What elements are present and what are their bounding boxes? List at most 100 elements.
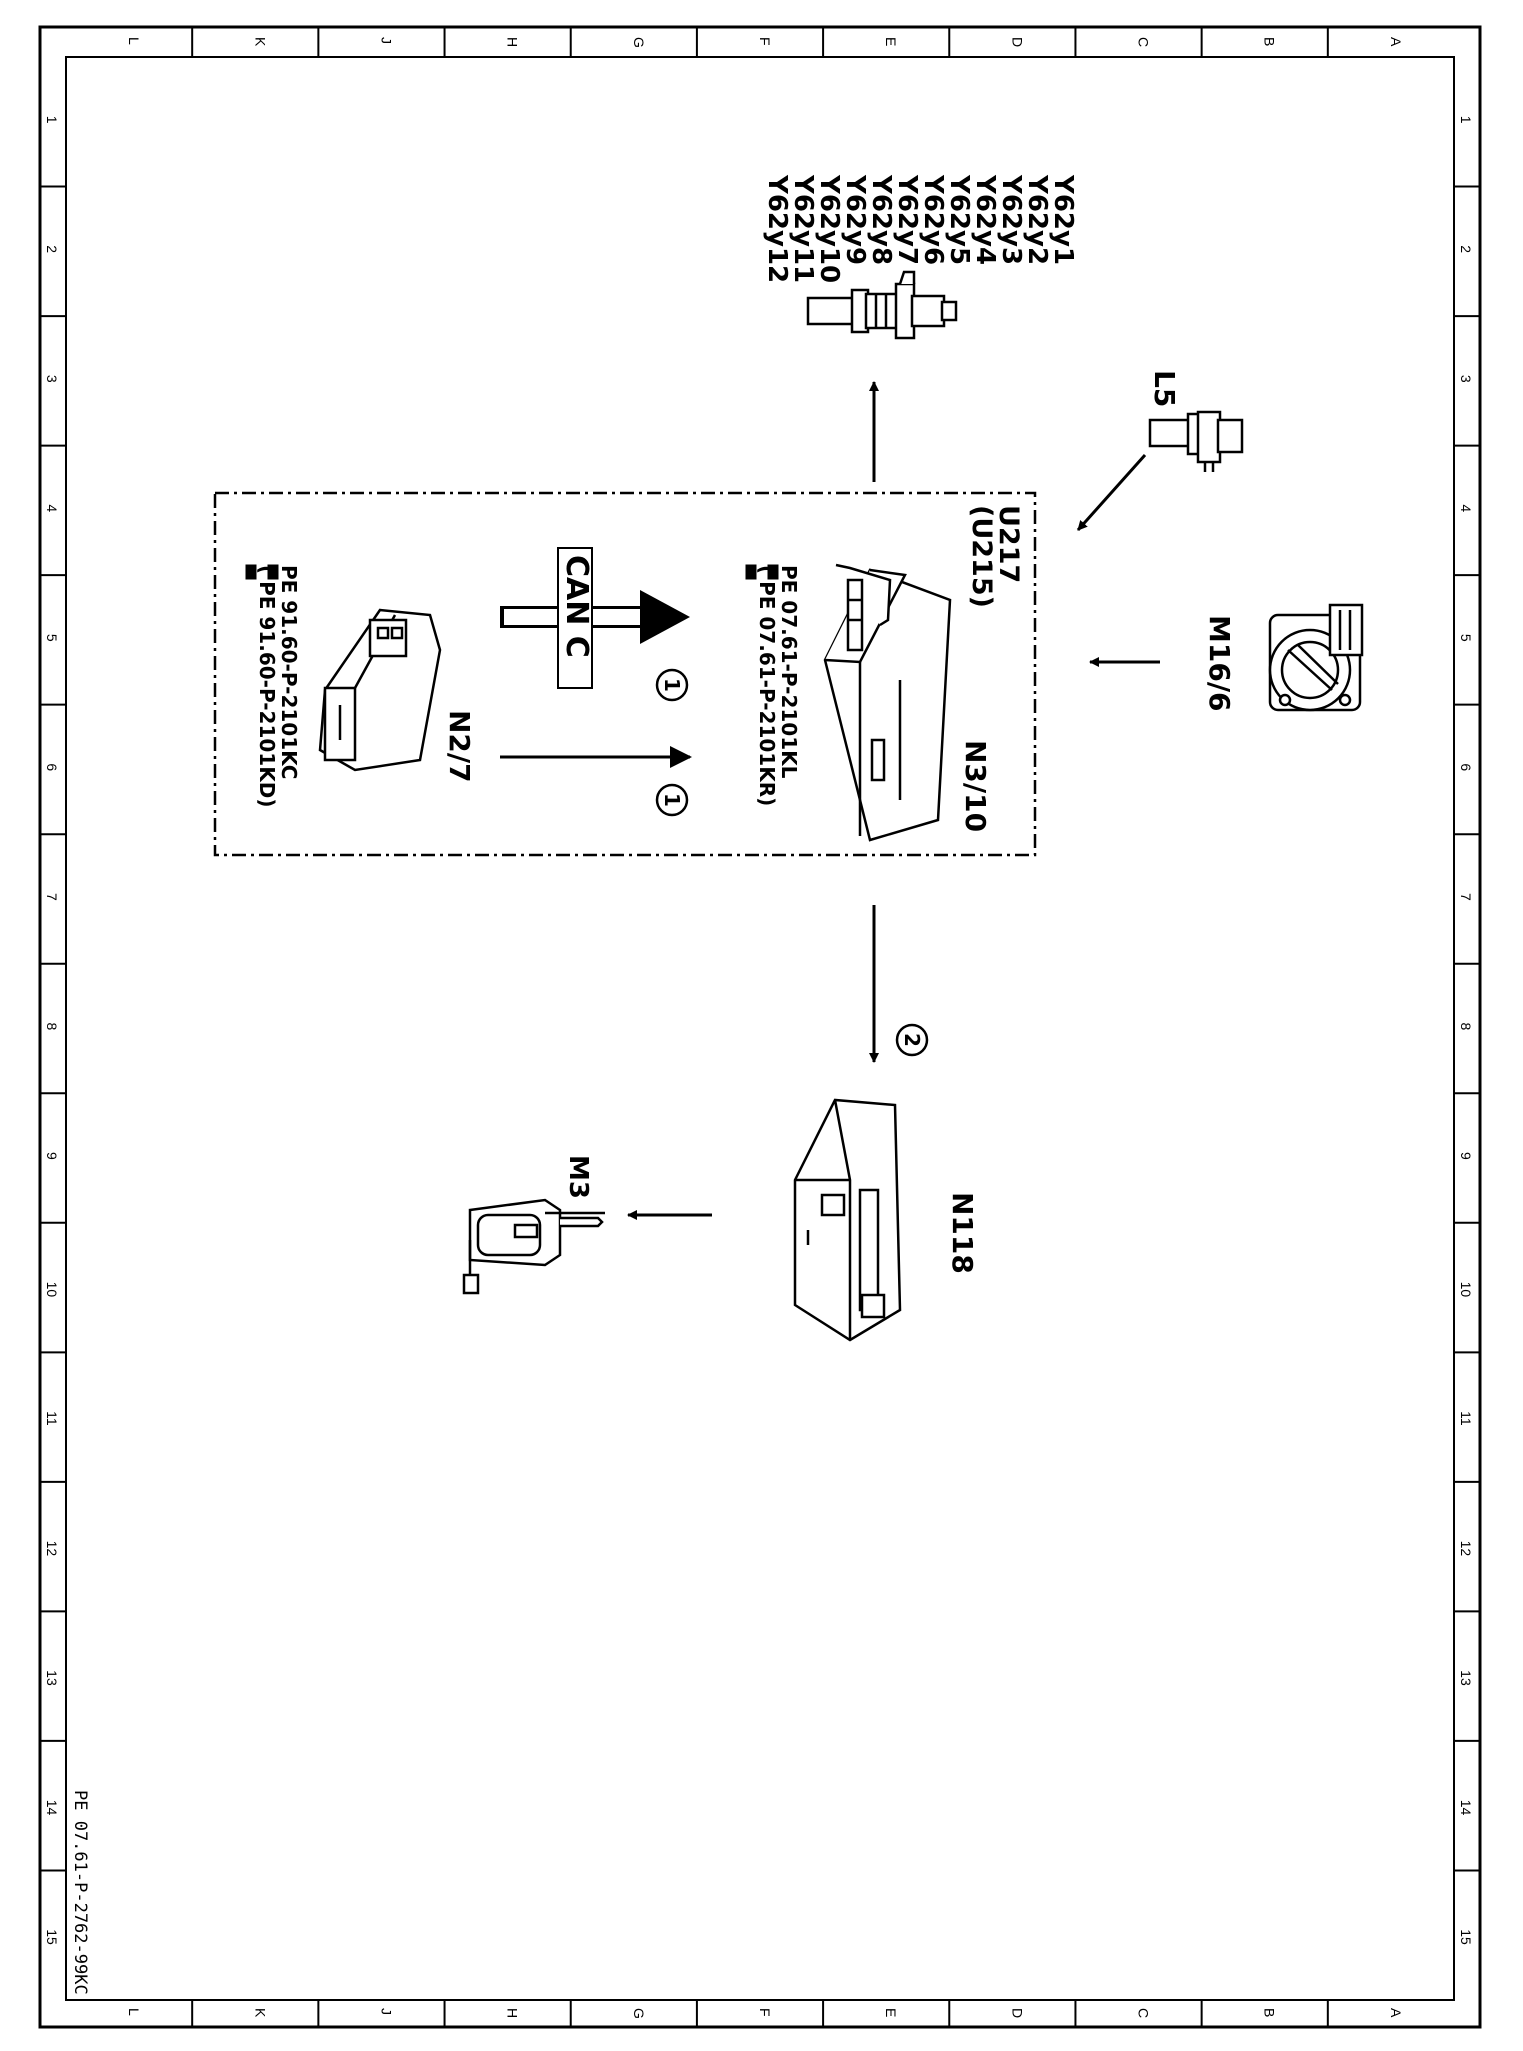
- grid-number: 15: [44, 1929, 60, 1945]
- throttle-actuator-icon: [1268, 603, 1364, 712]
- grid-number: 2: [1458, 245, 1474, 253]
- grid-number: 8: [1458, 1023, 1474, 1031]
- injector-label: Y62y5: [944, 174, 974, 265]
- grid-number: 2: [44, 245, 60, 253]
- injector-label: Y62y6: [918, 174, 948, 265]
- callout-1b-text: 1: [660, 793, 684, 807]
- callout-1: [655, 668, 689, 702]
- grid-number: 8: [44, 1023, 60, 1031]
- grid-number: 13: [44, 1670, 60, 1686]
- grid-letter: F: [757, 37, 773, 46]
- grid-number: 12: [44, 1541, 60, 1557]
- ecu-label: N3/10: [959, 740, 992, 832]
- ecu-ref-list: PE 07.61-P-2101KL ( PE 07.61-P-2101KR): [755, 565, 801, 806]
- grid-letter: L: [126, 2008, 142, 2016]
- grid-letter: J: [378, 37, 394, 44]
- ecu-ref: ( PE 07.61-P-2101KR): [755, 565, 779, 806]
- grid-letter: L: [126, 37, 142, 45]
- throttle-label: M16/6: [1203, 615, 1236, 712]
- inner-frame: [65, 56, 1455, 2001]
- grid-letter: K: [252, 2008, 268, 2018]
- callout-2-text: 2: [900, 1033, 924, 1047]
- u-code-label: U217 (U215): [966, 505, 1024, 608]
- injector-label: Y62y12: [762, 174, 792, 283]
- injector-label-list: Y62y1 Y62y2 Y62y3 Y62y4 Y62y5 Y62y6 Y62y…: [762, 174, 1078, 292]
- grid-letter: J: [378, 2008, 394, 2015]
- grid-number: 10: [44, 1282, 60, 1298]
- injector-label: Y62y2: [1022, 174, 1052, 265]
- grid-number: 1: [1458, 116, 1474, 124]
- injector-label: Y62y10: [814, 174, 844, 283]
- grid-letter: E: [883, 37, 899, 46]
- grid-letter: H: [505, 37, 521, 47]
- injector-label: Y62y1: [1048, 174, 1078, 265]
- grid-number: 6: [44, 763, 60, 771]
- u-code-alt: (U215): [966, 505, 997, 608]
- grid-number: 14: [1458, 1800, 1474, 1816]
- grid-number: 11: [1458, 1411, 1474, 1426]
- grid-number: 9: [44, 1152, 60, 1160]
- grid-letter: A: [1388, 2008, 1404, 2018]
- grid-letter: B: [1262, 2008, 1278, 2017]
- callout-1b: [655, 783, 689, 817]
- grid-number: 1: [44, 116, 60, 124]
- u-code: U217: [993, 505, 1024, 583]
- grid-number: 11: [44, 1411, 60, 1426]
- grid-number: 14: [44, 1800, 60, 1816]
- grid-number: 10: [1458, 1282, 1474, 1298]
- grid-letter: G: [631, 37, 647, 48]
- arrow-crank-sensor-to-ecu: [1076, 454, 1147, 531]
- tcm-ref-list: PE 91.60-P-2101KC ( PE 91.60-P-2101KD): [255, 565, 301, 807]
- can-bus-label: CAN C: [559, 555, 594, 658]
- fuel-injector-icon: [806, 270, 958, 340]
- hand-pointer-icon: [745, 564, 779, 580]
- grid-letter: D: [1009, 2008, 1025, 2018]
- grid-number: 4: [44, 504, 60, 512]
- fuel-pump-control-module-icon: [793, 1098, 902, 1342]
- grid-number: 13: [1458, 1670, 1474, 1686]
- transmission-control-unit-icon: [318, 608, 442, 772]
- grid-number: 5: [44, 634, 60, 642]
- tcm-label: N2/7: [443, 710, 476, 783]
- can-bus-arrow: [500, 590, 690, 644]
- injector-label: Y62y11: [788, 174, 818, 283]
- grid-letter: H: [505, 2008, 521, 2018]
- grid-number: 7: [44, 893, 60, 901]
- grid-letter: C: [1136, 37, 1152, 47]
- outer-frame: [38, 25, 1482, 2029]
- callout-2: [895, 1023, 929, 1057]
- grid-number: 7: [1458, 893, 1474, 901]
- callout-1-text: 1: [660, 678, 684, 692]
- fuel-pump-icon: [462, 1198, 605, 1295]
- grid-letter: E: [883, 2008, 899, 2017]
- grid-number: 9: [1458, 1152, 1474, 1160]
- engine-control-unit-icon: [823, 563, 952, 842]
- grid-letter: D: [1009, 37, 1025, 47]
- document-reference: PE 07.61-P-2762-99KC: [70, 1790, 90, 1995]
- can-bus-label-box: [557, 547, 593, 689]
- grid-letter: F: [757, 2008, 773, 2017]
- grid-number: 6: [1458, 763, 1474, 771]
- injector-label: Y62y4: [970, 174, 1000, 265]
- grid-number: 3: [1458, 375, 1474, 383]
- grid-number: 3: [44, 375, 60, 383]
- grid-number: 5: [1458, 634, 1474, 642]
- ecu-group-boundary: [213, 491, 1037, 857]
- grid-number: 15: [1458, 1929, 1474, 1945]
- grid-number: 12: [1458, 1541, 1474, 1557]
- injector-label: Y62y3: [996, 174, 1026, 265]
- grid-letter: C: [1136, 2008, 1152, 2018]
- crank-sensor-icon: [1148, 410, 1244, 472]
- injector-label: Y62y9: [840, 174, 870, 265]
- fuel-pump-label: M3: [563, 1155, 593, 1199]
- hand-pointer-icon: [245, 564, 279, 580]
- grid-letter: B: [1262, 37, 1278, 46]
- grid-letter: A: [1388, 37, 1404, 47]
- grid-letter: K: [252, 37, 268, 47]
- crank-sensor-label: L5: [1148, 370, 1181, 407]
